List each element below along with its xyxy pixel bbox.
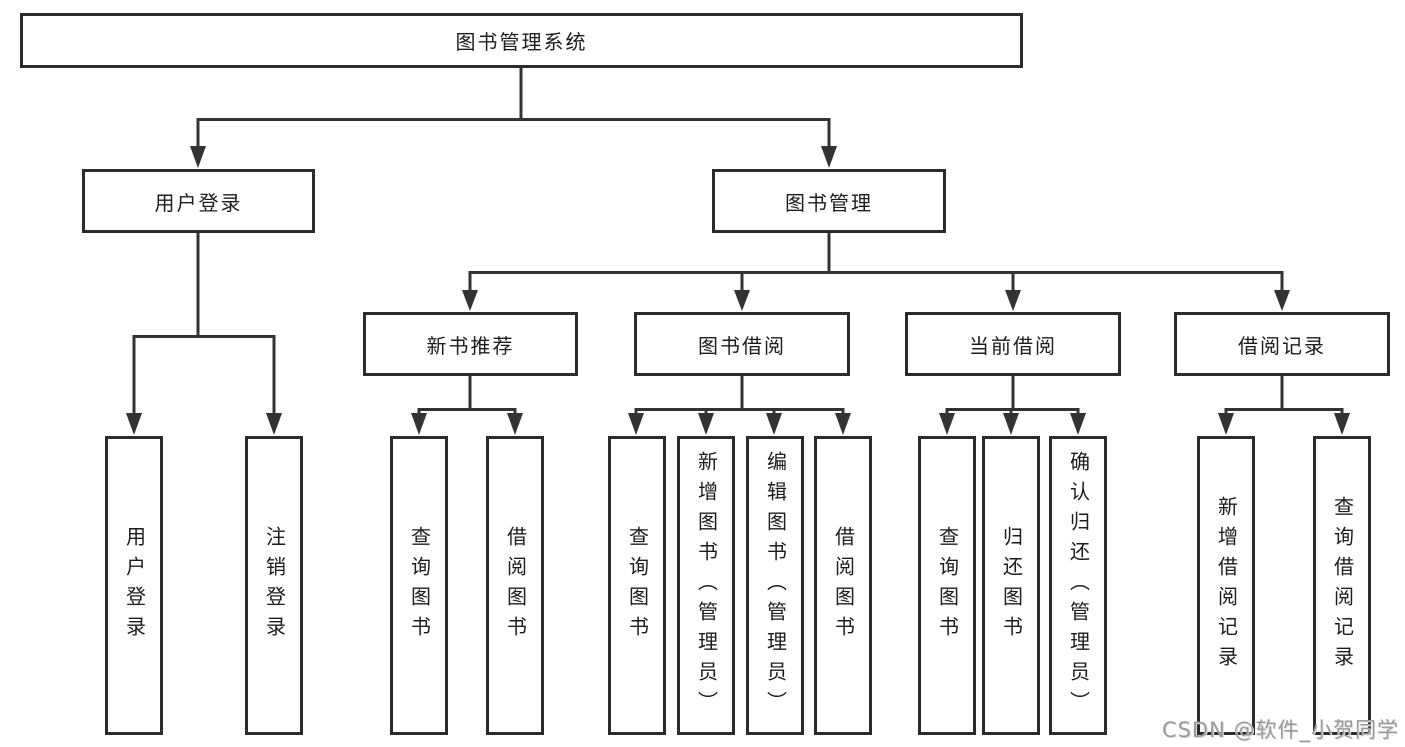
arrowheads — [126, 146, 1350, 435]
leaf-query-books-current: 查询图书 — [918, 436, 976, 735]
leaf-borrow-books-recommend: 借阅图书 — [486, 436, 544, 735]
watermark-csdn: CSDN @软件_小贺同学 — [1161, 718, 1399, 742]
leaf-logout: 注销登录 — [245, 436, 303, 735]
node-label: 借阅记录 — [1238, 333, 1326, 358]
leaf-query-books-recommend: 查询图书 — [390, 436, 448, 735]
leaf-label: 新增借阅记录 — [1214, 495, 1239, 676]
node-user-login: 用户登录 — [82, 169, 315, 233]
leaf-label: 用户登录 — [122, 525, 147, 646]
leaf-label: 查询图书 — [407, 525, 432, 646]
leaf-label: 归还图书 — [999, 525, 1024, 646]
node-current-borrowing: 当前借阅 — [905, 312, 1121, 376]
leaf-user-login: 用户登录 — [105, 436, 163, 735]
node-label: 图书管理 — [785, 190, 873, 215]
leaf-label: 确认归还（管理员） — [1066, 450, 1091, 721]
leaf-label: 查询图书 — [625, 525, 650, 646]
node-label: 图书管理系统 — [455, 30, 588, 54]
node-label: 当前借阅 — [969, 333, 1057, 358]
leaf-label: 借阅图书 — [831, 525, 856, 646]
leaf-label: 查询图书 — [935, 525, 960, 646]
leaf-label: 借阅图书 — [503, 525, 528, 646]
leaf-query-books-borrowing: 查询图书 — [608, 436, 666, 735]
leaf-add-borrow-record: 新增借阅记录 — [1197, 436, 1255, 735]
leaf-add-books-admin: 新增图书（管理员） — [677, 436, 735, 735]
leaf-query-borrow-record: 查询借阅记录 — [1313, 436, 1371, 735]
leaf-label: 新增图书（管理员） — [694, 450, 719, 721]
node-book-borrowing: 图书借阅 — [634, 312, 850, 376]
leaf-borrow-books-borrowing: 借阅图书 — [814, 436, 872, 735]
leaf-label: 编辑图书（管理员） — [763, 450, 788, 721]
node-borrowing-records: 借阅记录 — [1174, 312, 1390, 376]
leaf-confirm-return-admin: 确认归还（管理员） — [1049, 436, 1107, 735]
leaf-edit-books-admin: 编辑图书（管理员） — [746, 436, 804, 735]
node-label: 图书借阅 — [698, 333, 786, 358]
node-label: 新书推荐 — [426, 333, 515, 358]
leaf-return-books: 归还图书 — [982, 436, 1040, 735]
node-label: 用户登录 — [154, 190, 243, 215]
node-library-system: 图书管理系统 — [20, 13, 1023, 68]
node-new-book-recommendation: 新书推荐 — [363, 312, 578, 376]
leaf-label: 查询借阅记录 — [1330, 495, 1355, 676]
node-book-management: 图书管理 — [712, 169, 946, 233]
leaf-label: 注销登录 — [262, 525, 287, 646]
